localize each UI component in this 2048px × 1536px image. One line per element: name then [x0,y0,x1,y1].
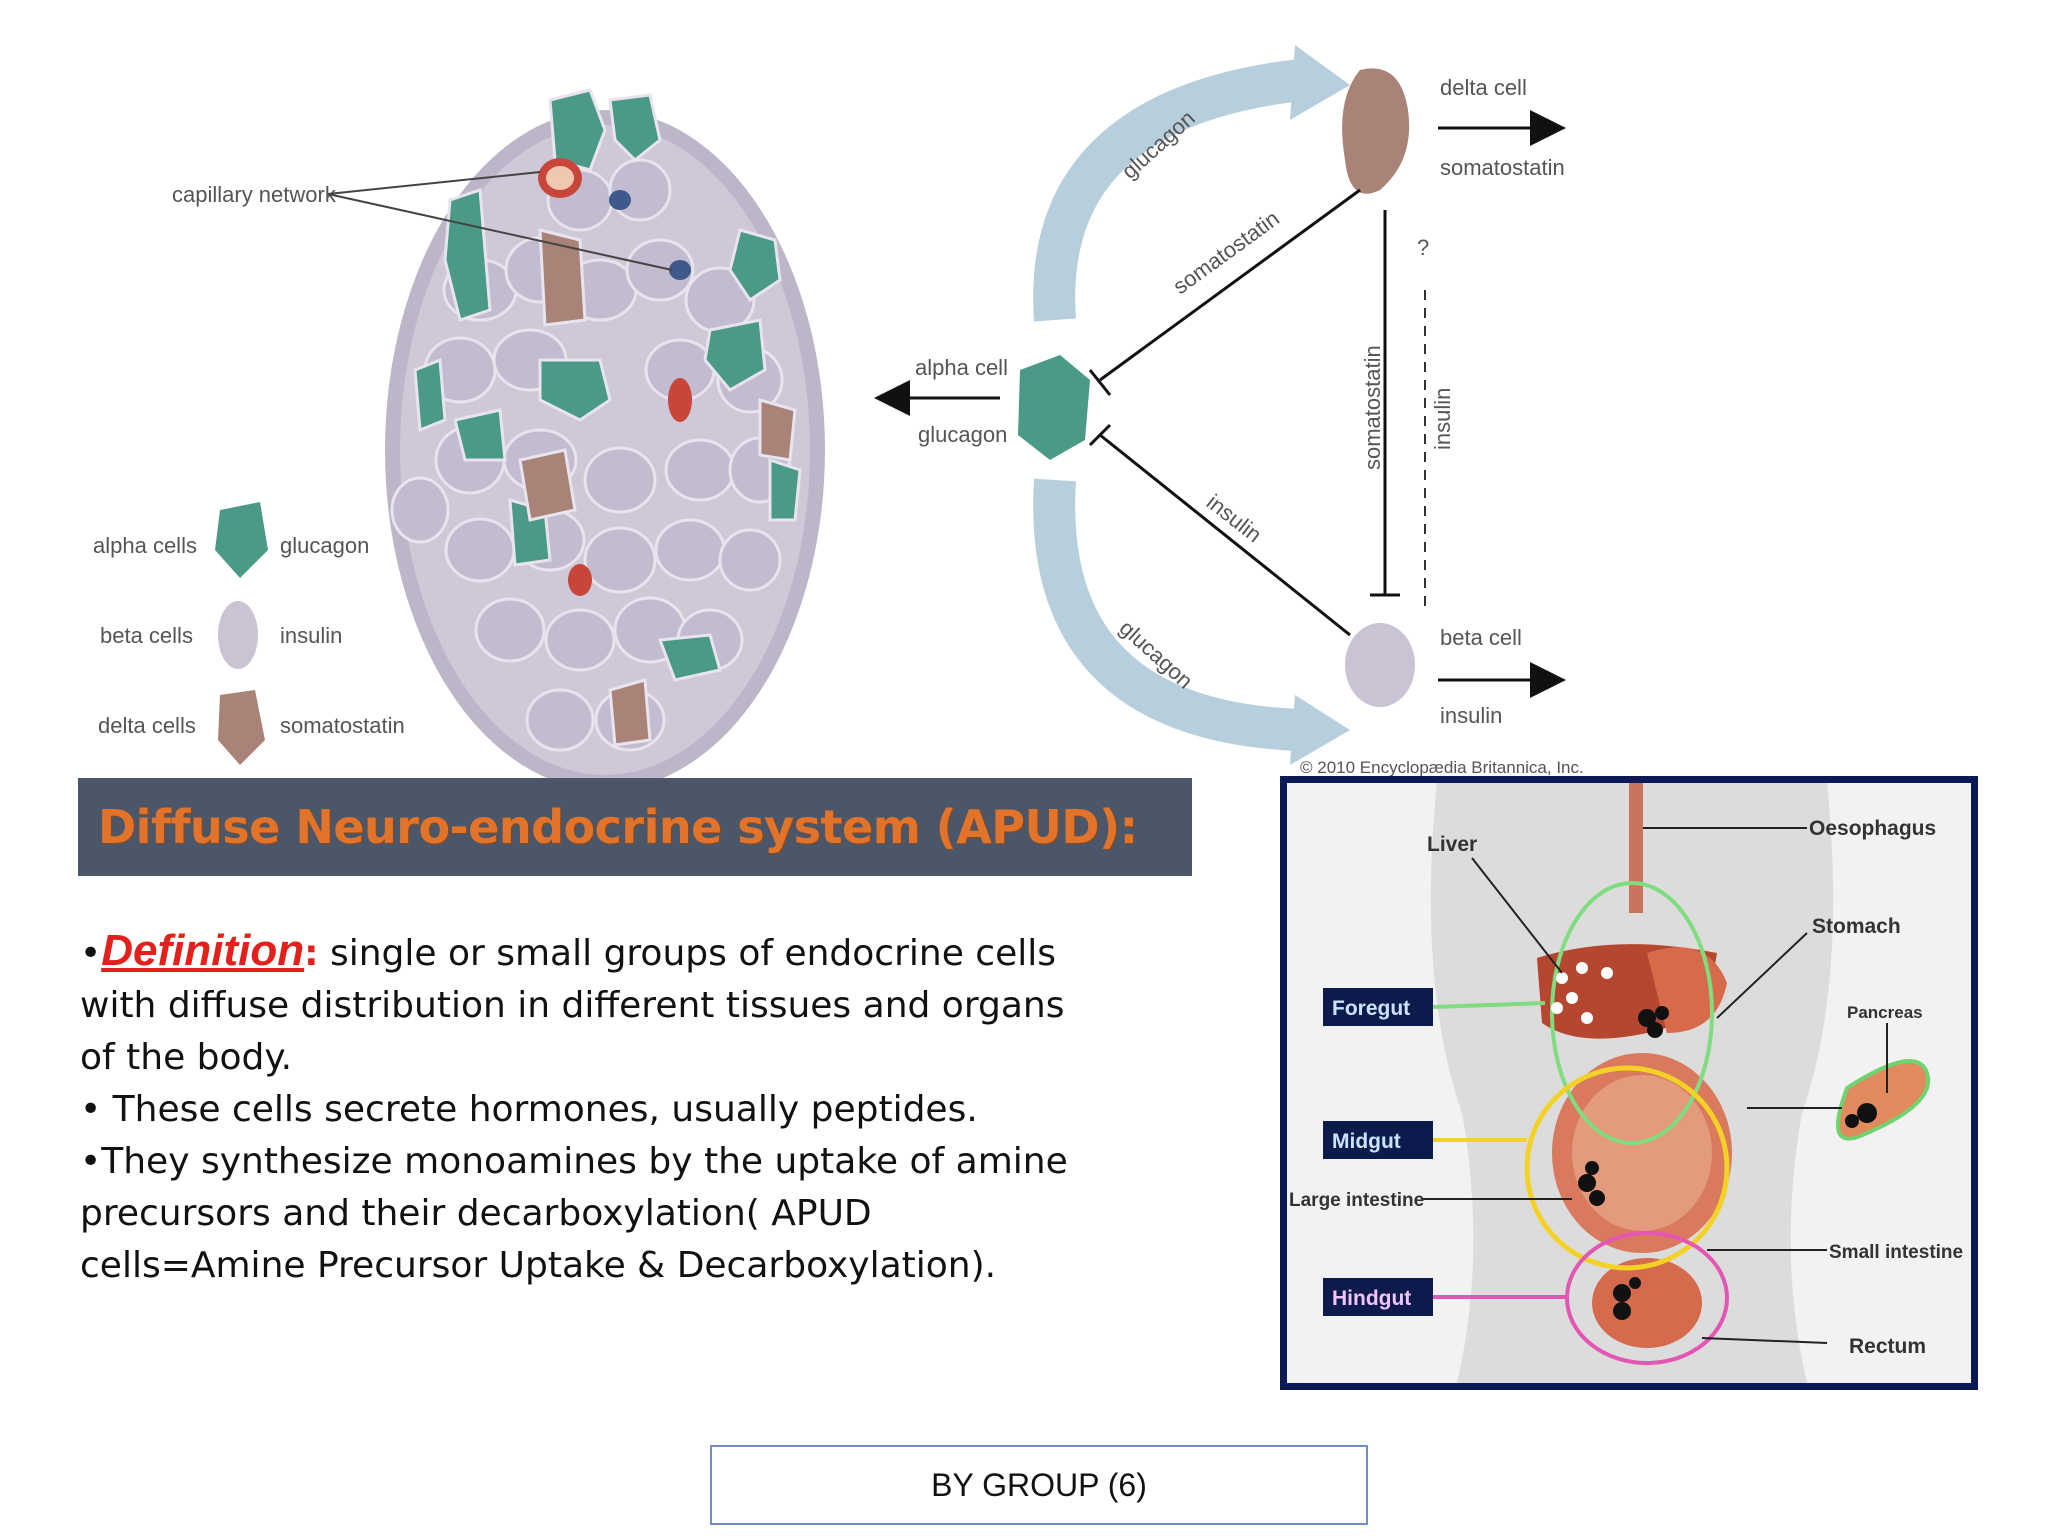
label-pancreas: Pancreas [1847,1003,1923,1022]
copyright-text: © 2010 Encyclopædia Britannica, Inc. [1300,758,1584,777]
legend-beta-swatch [218,601,258,669]
islet-illustration: capillary network alpha cells glucagon b… [93,88,825,780]
bullet: • [80,933,102,974]
label-oesophagus: Oesophagus [1809,817,1936,840]
section-banner: Diffuse Neuro-endocrine system (APUD): [78,778,1192,876]
alpha-cell-shape [1018,355,1090,460]
somatostatin-vert-label: somatostatin [1360,345,1385,470]
islet-cluster [385,88,825,780]
point-monoamines: •They synthesize monoamines by the uptak… [80,1141,1068,1286]
gut-anatomy-svg: Oesophagus Liver Stomach Pancreas Foregu… [1289,783,1963,1383]
definition-text: single or small groups of endocrine cell… [80,933,1065,1078]
body-text: •Definition: single or small groups of e… [80,925,1080,1292]
gut-anatomy-figure: Oesophagus Liver Stomach Pancreas Foregu… [1280,776,1978,1390]
label-large-intestine: Large intestine [1289,1190,1424,1211]
alpha-cell-label: alpha cell [915,355,1008,380]
label-midgut: Midgut [1332,1130,1401,1153]
alpha-hormone-label: glucagon [918,422,1007,447]
glucagon-top-curve [1033,59,1303,322]
question-mark: ? [1417,235,1429,260]
label-hindgut: Hindgut [1332,1287,1411,1310]
delta-cell-label: delta cell [1440,75,1527,100]
footer-group-box: BY GROUP (6) [710,1445,1368,1525]
beta-hormone-label: insulin [1440,703,1502,728]
legend-alpha-swatch [215,502,268,578]
label-foregut: Foregut [1332,997,1410,1020]
banner-title: Diffuse Neuro-endocrine system (APUD): [98,800,1138,854]
label-liver: Liver [1427,833,1477,856]
legend-delta-swatch [218,690,265,765]
legend-somatostatin: somatostatin [280,713,405,738]
definition-colon: : [304,933,319,974]
beta-cell-shape [1345,623,1415,707]
point-hormones: • These cells secrete hormones, usually … [80,1089,978,1130]
footer-text: BY GROUP (6) [931,1466,1147,1503]
legend-beta-cells: beta cells [100,623,193,648]
islet-legend: alpha cells glucagon beta cells insulin … [93,502,405,765]
delta-hormone-label: somatostatin [1440,155,1565,180]
legend-delta-cells: delta cells [98,713,196,738]
definition-word: Definition [101,926,305,975]
capillary-network-label: capillary network [172,182,337,207]
hormone-regulation-diagram: glucagon glucagon delta cell somatostati… [874,45,1584,777]
beta-cell-label: beta cell [1440,625,1522,650]
legend-alpha-cells: alpha cells [93,533,197,558]
delta-cell-shape [1342,68,1410,194]
insulin-diag-label: insulin [1202,489,1267,547]
glucagon-bottom-curve [1033,478,1301,751]
legend-insulin: insulin [280,623,342,648]
label-rectum: Rectum [1849,1335,1926,1358]
legend-glucagon: glucagon [280,533,369,558]
definition-paragraph: •Definition: single or small groups of e… [80,925,1080,1084]
label-small-intestine: Small intestine [1829,1242,1963,1263]
label-stomach: Stomach [1812,915,1901,938]
insulin-vert-label: insulin [1430,388,1455,450]
somatostatin-diag-label: somatostatin [1168,206,1284,300]
